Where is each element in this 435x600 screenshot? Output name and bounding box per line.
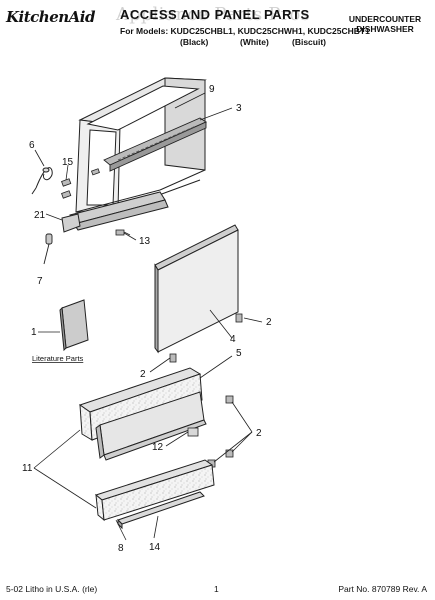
screw-13 (115, 229, 131, 236)
product-type: UNDERCOUNTER DISHWASHER (345, 14, 425, 34)
clip-7 (43, 233, 53, 265)
callout-7: 7 (37, 276, 43, 287)
callout-1: 1 (31, 327, 37, 338)
callout-2-c: 2 (256, 428, 262, 439)
callout-6: 6 (29, 140, 35, 151)
kick-panel (94, 459, 215, 522)
callout-12: 12 (152, 442, 164, 453)
callout-9: 9 (209, 84, 215, 95)
screw-2-lower (207, 395, 234, 468)
trim-strip (117, 491, 205, 530)
leader-lines (33, 92, 263, 541)
literature-parts (59, 299, 89, 352)
door-spring (31, 167, 53, 195)
footer-litho: 5-02 Litho in U.S.A. (rle) (6, 584, 98, 594)
page-header: KitchenAid Appliance Parts Pros ACCESS A… (4, 4, 431, 54)
color-label-white: (White) (240, 37, 269, 47)
callout-11: 11 (22, 463, 33, 474)
callout-3: 3 (236, 103, 242, 114)
footer-page-number: 1 (214, 584, 219, 594)
watermark: Appliance Parts Pros (116, 4, 310, 25)
footer-part-number: Part No. 870789 Rev. A (338, 584, 427, 594)
bracket-21 (61, 213, 81, 233)
brand-logo: KitchenAid (6, 8, 95, 26)
callout-13: 13 (139, 236, 151, 247)
door-frame (69, 77, 207, 231)
color-label-biscuit: (Biscuit) (292, 37, 326, 47)
callout-15: 15 (62, 157, 74, 168)
page-title: ACCESS AND PANEL PARTS (120, 7, 310, 22)
color-label-black: (Black) (180, 37, 209, 47)
callout-21: 21 (34, 210, 46, 221)
product-type-line-1: UNDERCOUNTER (348, 14, 422, 24)
door-panel (154, 224, 239, 354)
screws-15 (61, 168, 100, 199)
callout-labels: 9 3 6 15 21 13 7 1 2 4 2 5 11 12 2 8 14 … (22, 84, 272, 554)
toe-panel-assembly (78, 367, 207, 461)
callout-2-a: 2 (266, 317, 272, 328)
models-line: For Models: KUDC25CHBL1, KUDC25CHWH1, KU… (120, 26, 370, 36)
callout-4: 4 (230, 334, 236, 345)
clip-12 (187, 427, 199, 437)
callout-8: 8 (118, 543, 124, 554)
callout-2-b: 2 (140, 369, 146, 380)
vent-bar (103, 117, 207, 172)
callout-14: 14 (149, 542, 161, 553)
literature-parts-label: Literature Parts (32, 354, 84, 363)
callout-5: 5 (236, 348, 242, 359)
product-type-line-2: DISHWASHER (356, 24, 414, 34)
